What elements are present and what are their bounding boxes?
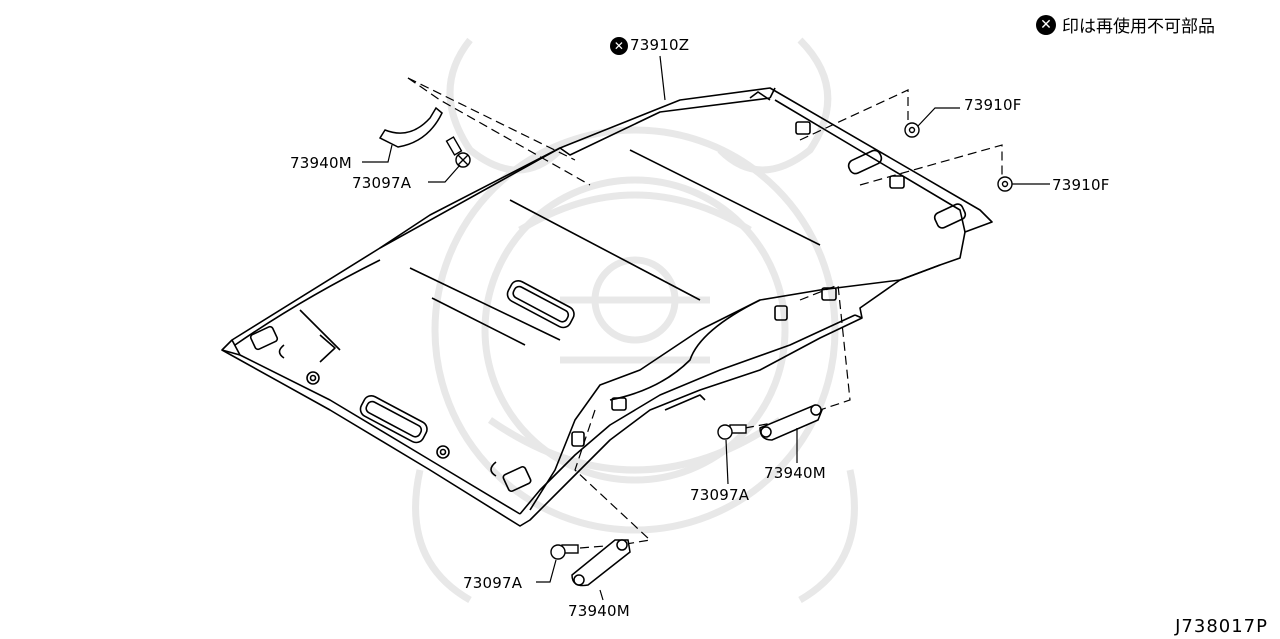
part-label-clip-lower[interactable]: 73910F bbox=[1052, 176, 1110, 194]
diagram-id: J738017P bbox=[1175, 616, 1268, 637]
part-label-headlining[interactable]: ✕73910Z bbox=[610, 36, 689, 55]
clip-lower bbox=[997, 176, 1013, 192]
legend: ✕ 印は再使用不可部品 bbox=[1036, 12, 1215, 37]
x-circle-icon: ✕ bbox=[1036, 14, 1056, 35]
label-leaders bbox=[362, 55, 1050, 601]
part-label-grip-right[interactable]: 73940M bbox=[764, 464, 826, 482]
screw-left bbox=[445, 136, 471, 168]
assist-grip-right bbox=[759, 404, 823, 441]
legend-text: 印は再使用不可部品 bbox=[1062, 17, 1215, 37]
part-label-clip-upper[interactable]: 73910F bbox=[964, 96, 1022, 114]
assist-grip-left bbox=[378, 106, 443, 148]
clip-upper bbox=[904, 122, 920, 138]
assist-grip-bottom bbox=[571, 539, 631, 587]
part-label-grip-bottom[interactable]: 73940M bbox=[568, 602, 630, 620]
screw-right bbox=[717, 424, 747, 440]
headlining-panel bbox=[221, 87, 993, 527]
part-label-screw-bottom[interactable]: 73097A bbox=[463, 574, 523, 592]
part-label-screw-right[interactable]: 73097A bbox=[690, 486, 750, 504]
part-label-screw-left[interactable]: 73097A bbox=[352, 174, 412, 192]
x-circle-icon: ✕ bbox=[610, 36, 628, 55]
screw-bottom bbox=[550, 544, 579, 560]
part-label-grip-left[interactable]: 73940M bbox=[290, 154, 352, 172]
